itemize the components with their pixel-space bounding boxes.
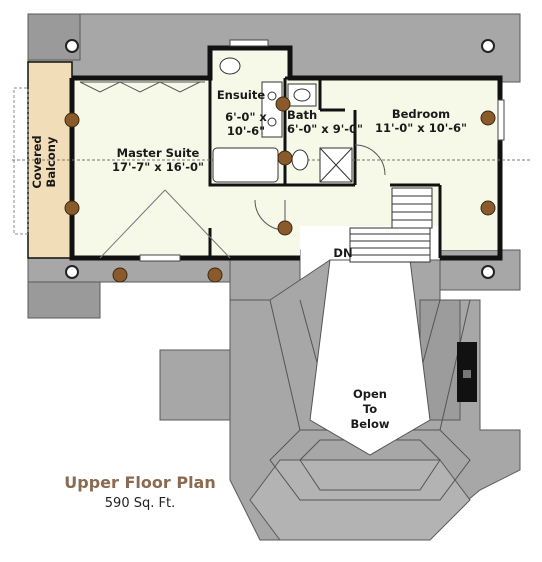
sink-bath [293,88,311,102]
balcony-railing [13,87,29,235]
room-label-covered-balcony: Covered Balcony [30,135,58,189]
ensuite-dims-line1: 6'-0" x [225,110,267,124]
log-ends [65,39,495,279]
room-label-bedroom: Bedroom 11'-0" x 10'-6" [366,107,476,135]
open-line3: Below [350,417,390,431]
fixtures [212,57,353,183]
stair-label-dn: DN [333,246,353,260]
bedroom-dims: 11'-0" x 10'-6" [374,121,467,135]
plan-title-block: Upper Floor Plan 590 Sq. Ft. [30,473,250,511]
chimney-cap [463,370,471,378]
interior-walls [208,76,442,258]
room-label-bath: Bath 6'-0" x 9'-0" [287,108,367,136]
bathtub [212,147,279,183]
sink-ensuite-1 [267,91,277,101]
bath-name: Bath [287,108,318,122]
open-line1: Open [353,387,387,401]
ensuite-name: Ensuite [216,88,266,102]
bath-dims: 6'-0" x 9'-0" [287,122,364,136]
toilet-bath [291,149,309,171]
posts [64,96,496,283]
label-open-to-below: Open To Below [345,387,395,432]
windows [139,39,505,262]
master-suite-dims: 17'-7" x 16'-0" [111,160,204,174]
toilet-ensuite [219,57,241,75]
room-label-master-suite: Master Suite 17'-7" x 16'-0" [98,146,218,174]
ensuite-dims-line2: 10'-6" [226,124,266,138]
open-line2: To [362,402,378,416]
sink-ensuite-2 [267,117,277,127]
vaulted-ceiling-lines [12,159,530,259]
room-label-ensuite: Ensuite [212,88,270,102]
master-suite-name: Master Suite [116,146,200,160]
plan-area: 590 Sq. Ft. [104,496,176,511]
closet-doors [79,81,205,93]
bedroom-name: Bedroom [391,107,451,121]
plan-title: Upper Floor Plan [64,473,216,492]
staircase [349,187,433,263]
exterior-walls [69,45,503,261]
room-dims-ensuite: 6'-0" x 10'-6" [216,110,276,138]
